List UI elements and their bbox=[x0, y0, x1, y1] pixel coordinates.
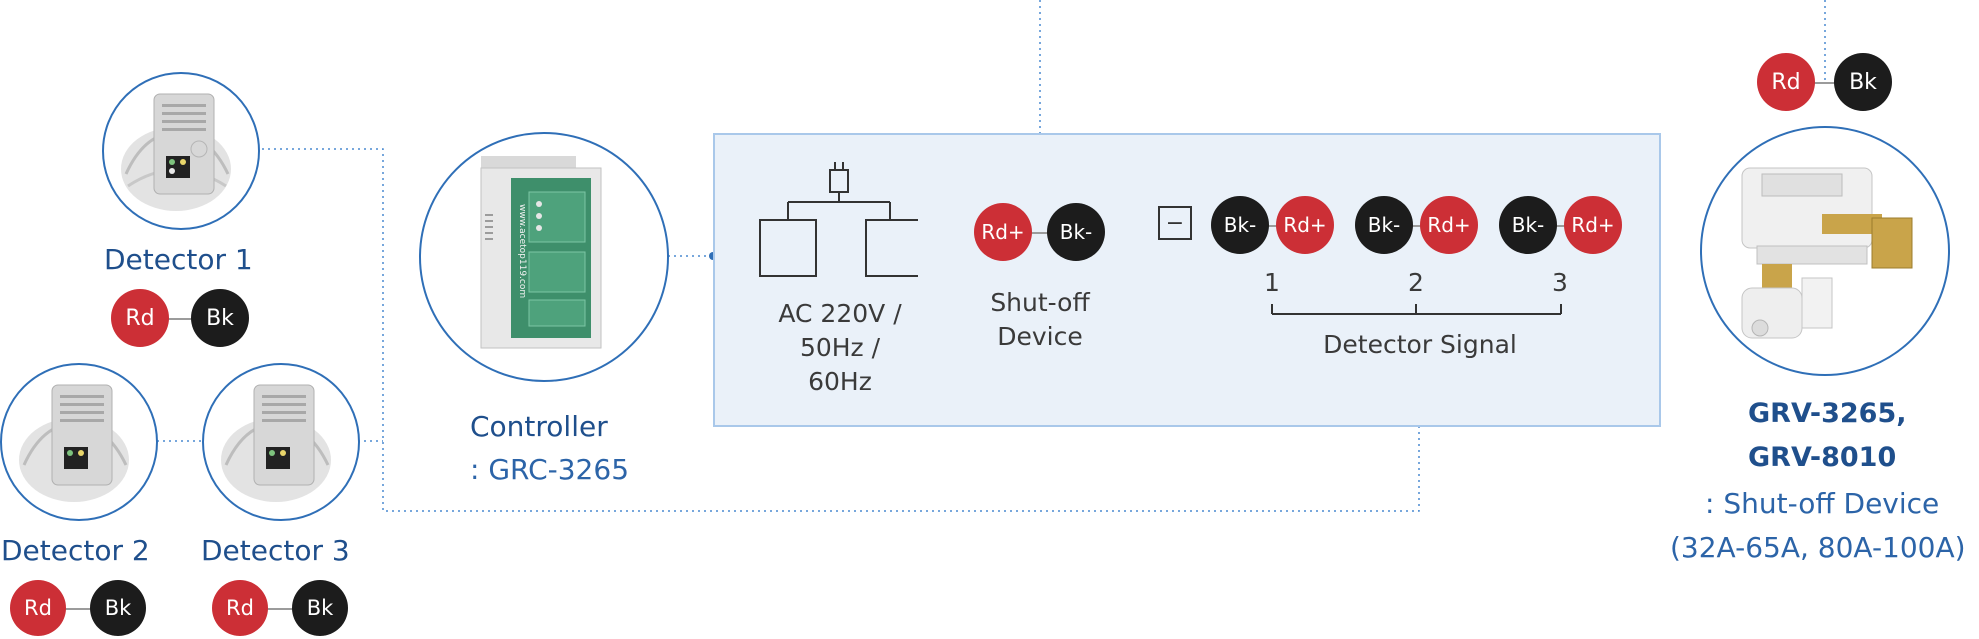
detector-3-label: Detector 3 bbox=[201, 534, 350, 567]
shutoff-terminal-wire bbox=[1003, 232, 1083, 234]
shutoff-label-line1: Shut-off bbox=[990, 288, 1090, 317]
signal-terminal-1-plus: Rd+ bbox=[1276, 196, 1334, 254]
power-label: AC 220V / 50Hz / 60Hz bbox=[760, 297, 920, 399]
power-label-line2: 50Hz / bbox=[799, 333, 881, 362]
detector-3-image bbox=[202, 363, 360, 521]
detector-3-red-terminal: Rd bbox=[212, 580, 268, 636]
device-model-line1: GRV-3265, bbox=[1748, 398, 1907, 429]
detector-1-black-terminal: Bk bbox=[191, 289, 249, 347]
device-black-terminal: Bk bbox=[1834, 53, 1892, 111]
device-red-terminal: Rd bbox=[1757, 53, 1815, 111]
detector-signal-label: Detector Signal bbox=[1323, 330, 1517, 359]
detector-2-image bbox=[0, 363, 158, 521]
detector-3-wire bbox=[240, 608, 320, 610]
detector-2-wire bbox=[38, 608, 118, 610]
signal-number-1: 1 bbox=[1264, 268, 1280, 297]
controller-label: Controller bbox=[470, 410, 608, 443]
device-wire bbox=[1787, 82, 1867, 84]
controller-image: www.acetop119.com bbox=[419, 132, 669, 382]
signal-terminal-1-wire bbox=[1240, 225, 1300, 227]
power-label-line1: AC 220V / bbox=[778, 299, 902, 328]
detector-2-red-terminal: Rd bbox=[10, 580, 66, 636]
plug-icon bbox=[759, 162, 918, 277]
signal-bracket bbox=[1271, 304, 1562, 315]
minus-symbol-box: − bbox=[1158, 206, 1192, 240]
detector-1-red-terminal: Rd bbox=[111, 289, 169, 347]
detector-2-black-terminal: Bk bbox=[90, 580, 146, 636]
minus-symbol: − bbox=[1165, 210, 1185, 236]
controller-model: : GRC-3265 bbox=[470, 453, 630, 486]
detector-2-label: Detector 2 bbox=[1, 534, 150, 567]
signal-terminal-3-wire bbox=[1528, 225, 1588, 227]
shutoff-label-line2: Device bbox=[997, 322, 1083, 351]
svg-text:www.acetop119.com: www.acetop119.com bbox=[517, 204, 527, 298]
signal-terminal-2-minus: Bk- bbox=[1355, 196, 1413, 254]
shutoff-label: Shut-off Device bbox=[960, 286, 1120, 354]
device-desc-line1: : Shut-off Device bbox=[1705, 487, 1940, 520]
signal-terminal-2-plus: Rd+ bbox=[1420, 196, 1478, 254]
shutoff-device-image bbox=[1700, 126, 1950, 376]
device-model-line2: GRV-8010 bbox=[1748, 442, 1897, 473]
shutoff-minus-terminal: Bk- bbox=[1047, 203, 1105, 261]
wiring-panel bbox=[713, 133, 1661, 427]
signal-terminal-3-minus: Bk- bbox=[1499, 196, 1557, 254]
detector-1-wire bbox=[135, 318, 220, 320]
signal-terminal-3-plus: Rd+ bbox=[1564, 196, 1622, 254]
device-desc-line2: (32A-65A, 80A-100A) bbox=[1670, 531, 1966, 564]
signal-terminal-1-minus: Bk- bbox=[1211, 196, 1269, 254]
signal-number-3: 3 bbox=[1552, 268, 1568, 297]
detector-1-label: Detector 1 bbox=[104, 243, 253, 276]
signal-number-2: 2 bbox=[1408, 268, 1424, 297]
signal-terminal-2-wire bbox=[1384, 225, 1444, 227]
power-label-line3: 60Hz bbox=[808, 367, 872, 396]
shutoff-plus-terminal: Rd+ bbox=[974, 203, 1032, 261]
detector-3-black-terminal: Bk bbox=[292, 580, 348, 636]
detector-1-image bbox=[102, 72, 260, 230]
